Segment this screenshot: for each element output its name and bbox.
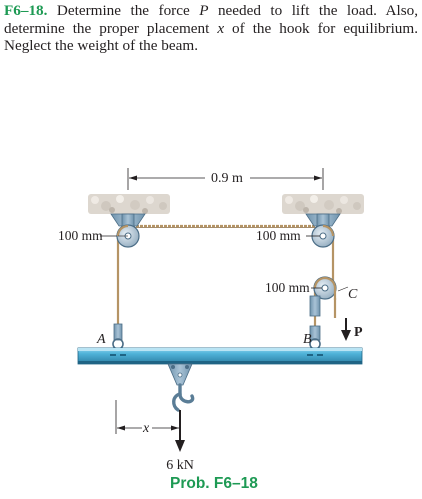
x-dimension <box>115 400 179 434</box>
lower-pulley-radius-label: 100 mm <box>265 280 310 295</box>
beam <box>77 347 363 365</box>
statement-text-3: of the hook for equilibrium. Neglect the… <box>4 19 418 55</box>
load-label: 6 kN <box>166 458 194 473</box>
problem-statement: F6–18. Determine the force P needed to l… <box>4 2 418 55</box>
point-c-label: C <box>348 287 358 302</box>
figure-caption: Prob. F6–18 <box>170 475 258 492</box>
statement-text-2: needed to lift the load. Also, determine… <box>4 2 418 37</box>
hanger-a <box>112 323 124 350</box>
hook <box>167 363 195 412</box>
statement-text-1: Determine the force <box>47 2 200 19</box>
problem-number: F6–18. <box>4 2 48 19</box>
left-ceiling-support <box>88 194 170 214</box>
placement-symbol: x <box>217 19 225 37</box>
right-ceiling-support <box>282 194 364 214</box>
point-a-label: A <box>96 332 106 347</box>
lower-pulley <box>309 276 337 317</box>
span-dimension-label: 0.9 m <box>211 171 243 186</box>
right-pulley-radius-label: 100 mm <box>256 228 301 243</box>
point-b-label: B <box>303 332 312 347</box>
force-symbol: P <box>199 2 209 19</box>
x-dimension-label: x <box>142 421 150 436</box>
load-arrow <box>175 410 185 452</box>
force-p-arrow <box>341 318 351 341</box>
right-pulley <box>305 213 341 248</box>
point-c-leader <box>337 286 349 292</box>
left-pulley <box>110 213 146 248</box>
left-pulley-radius-label: 100 mm <box>58 228 103 243</box>
force-p-label: P <box>354 325 363 340</box>
rope <box>116 224 337 330</box>
span-dimension <box>127 168 324 190</box>
